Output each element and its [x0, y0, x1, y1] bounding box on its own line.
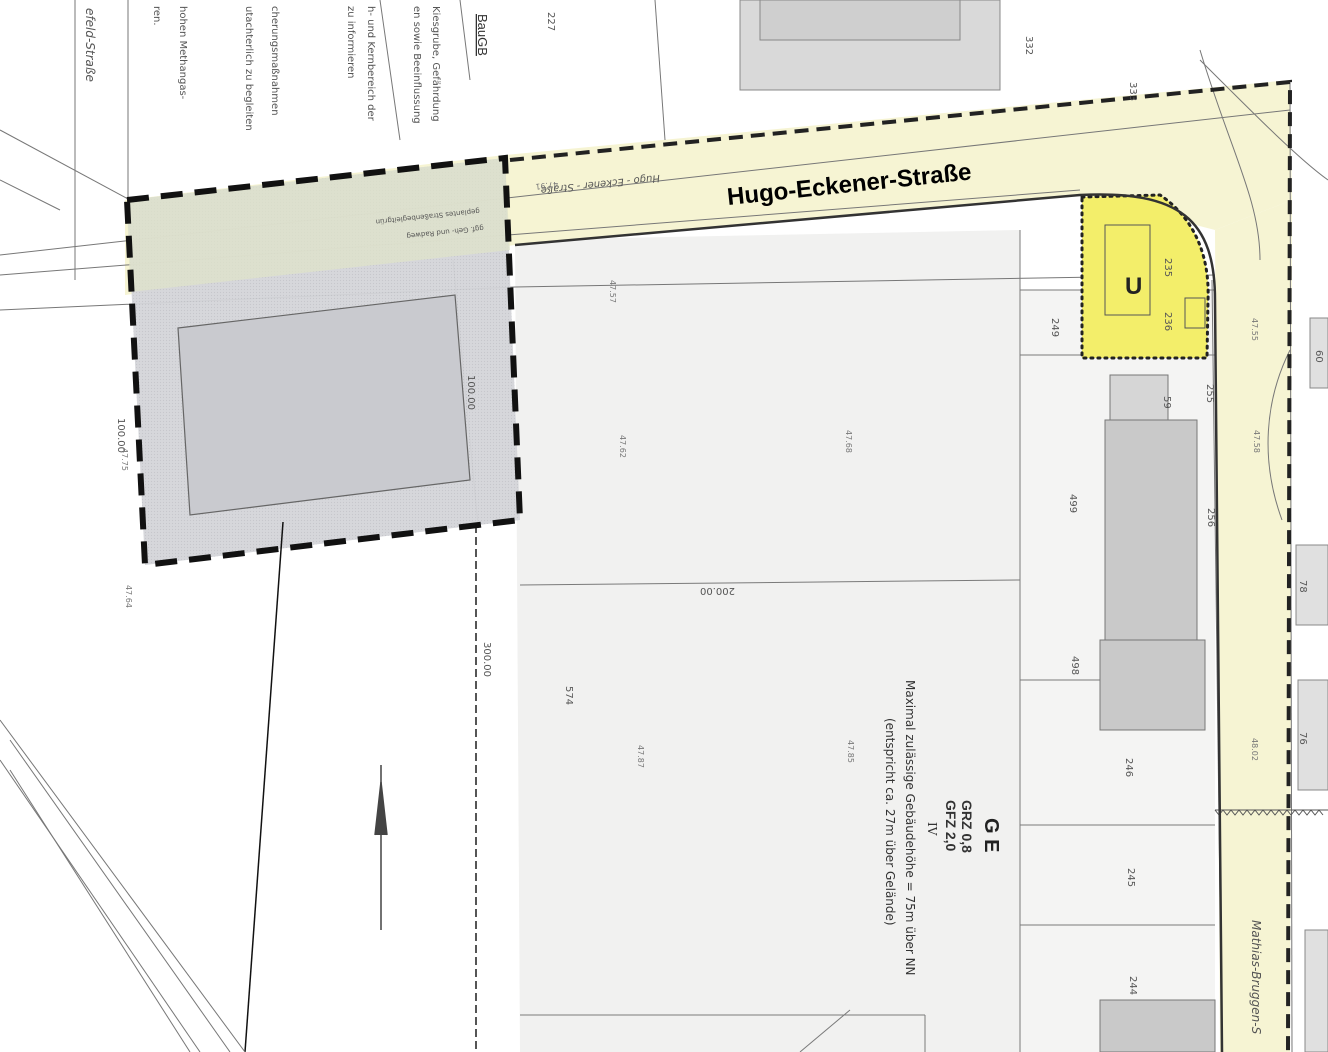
zone-grz: GRZ 0,8 — [959, 800, 975, 853]
parcel-label: 249 — [1049, 318, 1060, 337]
special-zone-code: U — [1125, 273, 1142, 300]
parcel-label: 76 — [1297, 732, 1308, 745]
parcel-label: 333 — [1127, 82, 1138, 101]
elevation-labels: 47.58 47.57 47.68 47.75 47.64 47.87 47.8… — [120, 180, 1261, 768]
parcel-label: 256 — [1205, 508, 1216, 527]
special-zone-building — [1104, 224, 1151, 316]
railway-lines — [0, 719, 246, 1052]
extension-area-road-part — [127, 158, 510, 292]
zone-gfz: GFZ 2,0 — [943, 800, 959, 852]
note-line-4: cherungsmaßnahmen — [269, 6, 280, 116]
plan-boundary-inner-road — [514, 193, 1224, 1052]
parcel-number-labels: 227 332 333 249 235 236 255 499 498 574 … — [545, 12, 1324, 995]
parcel-label: 574 — [563, 686, 574, 705]
dimension-200: 200.00 — [700, 585, 735, 596]
zone-code: G E — [980, 818, 1002, 852]
elevation-label: 47.75 — [120, 448, 129, 471]
parcel-label: 255 — [1204, 384, 1215, 403]
zone-floors: IV — [925, 822, 939, 836]
industrial-site-area — [515, 230, 1020, 1052]
zone-height-line1: Maximal zulässige Gebäudehöhe = 75m über… — [903, 680, 917, 976]
north-arrow-icon — [374, 765, 388, 930]
elevation-label: 47.64 — [124, 585, 133, 608]
note-line-2: hohen Methangas- — [177, 6, 188, 100]
elevation-label: 47.68 — [844, 430, 853, 453]
elevation-label: 47.87 — [636, 745, 645, 768]
note-line-1: ren. — [151, 6, 162, 26]
parcel-label: 235 — [1162, 258, 1173, 277]
parcel-label: 332 — [1023, 36, 1034, 55]
street-label-west: efeld-Straße — [83, 8, 97, 82]
callout-leader-line — [244, 521, 284, 1052]
extension-boundary — [123, 154, 524, 569]
zoning-annotation: G E GRZ 0,8 GFZ 2,0 IV Maximal zulässige… — [883, 680, 1002, 976]
note-line-7: en sowie Beeinflussung — [411, 6, 422, 124]
parcel-label: 245 — [1125, 868, 1136, 887]
extension-inner-rectangle — [177, 294, 471, 516]
elevation-label: 47.91 — [535, 180, 559, 191]
parcel-label: 59 — [1161, 396, 1172, 409]
note-line-8: Kiesgrube, Gefährdung — [430, 6, 441, 122]
parcel-label: 498 — [1069, 656, 1080, 675]
parcel-label: 244 — [1127, 976, 1138, 995]
elevation-label: 47.58 — [1252, 430, 1261, 453]
buildings-far-east — [1295, 317, 1328, 1052]
note-line-5: zu informieren — [345, 6, 356, 79]
parcel-label: 499 — [1067, 494, 1078, 513]
parcel-label: 60 — [1313, 350, 1324, 363]
street-label-mathias-bruggen: Mathias-Bruggen-S — [1249, 920, 1263, 1035]
road-mathias-bruggen — [1215, 200, 1292, 1052]
elevation-label: 47.85 — [846, 740, 855, 763]
dimension-100-vertical: 100.00 — [465, 375, 476, 410]
zone-height-line2: (entspricht ca. 27m über Gelände) — [883, 718, 897, 926]
dimension-300: 300.00 — [481, 642, 492, 677]
elevation-label: 48.02 — [1250, 738, 1259, 761]
note-line-6: h- und Kernbereich der — [365, 6, 376, 122]
special-zone-highlight — [1080, 193, 1210, 360]
plan-boundary-main — [509, 79, 1293, 1052]
buildings-east — [1099, 374, 1216, 1052]
parcel-label: 246 — [1123, 758, 1134, 777]
elevation-label: 47.55 — [1250, 318, 1259, 341]
retaining-wall-line — [1214, 809, 1328, 816]
special-zone-annex — [1184, 297, 1206, 329]
elevation-label: 47.57 — [608, 280, 617, 303]
buildings-north — [739, 0, 1001, 91]
dimension-100-left: 100.00 — [115, 418, 126, 453]
parcel-label: 236 — [1162, 312, 1173, 331]
elevation-label: 47.62 — [618, 435, 627, 458]
parcel-label: 78 — [1297, 580, 1308, 593]
baugb-heading: BauGB — [475, 14, 490, 56]
parcel-label: 227 — [545, 12, 556, 31]
note-line-3: utachterlich zu begleiten — [243, 6, 254, 131]
